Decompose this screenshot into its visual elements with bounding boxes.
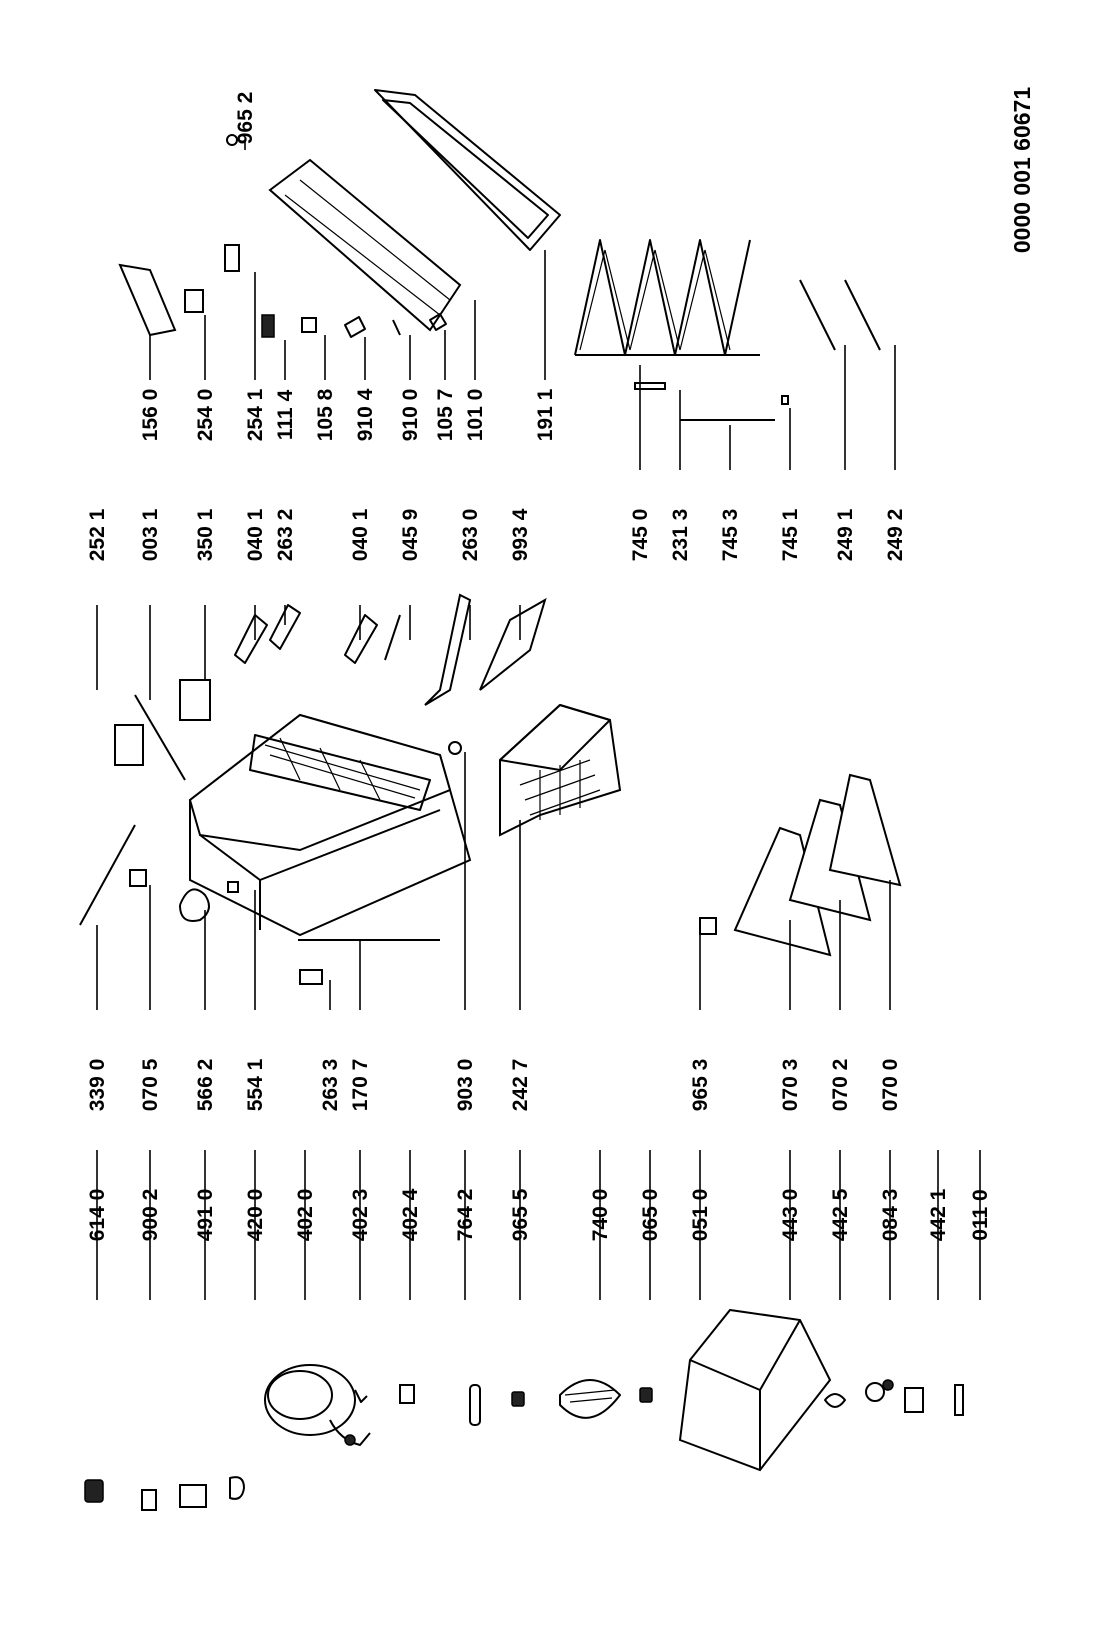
part-label-249-1: 249 1 (834, 508, 857, 561)
part-label-003-1: 003 1 (139, 508, 162, 561)
part-label-442-5: 442 5 (829, 1188, 852, 1241)
part-label-745-0: 745 0 (629, 509, 652, 562)
small-parts-left (84, 1308, 964, 1511)
part-label-965-5: 965 5 (509, 1188, 532, 1241)
part-labels: 614 0 900 2 491 0 420 0 402 0 402 3 402 … (86, 87, 1035, 1242)
strips-right (114, 593, 547, 781)
part-label-443-0: 443 0 (779, 1189, 802, 1242)
part-label-249-2: 249 2 (884, 509, 907, 562)
part-drawings (79, 89, 964, 1511)
part-label-566-2: 566 2 (194, 1059, 217, 1112)
part-label-011-0: 011 0 (969, 1189, 992, 1240)
part-label-084-3: 084 3 (879, 1189, 902, 1242)
part-label-614-0: 614 0 (86, 1189, 109, 1242)
part-label-051-0: 051 0 (689, 1189, 712, 1242)
part-label-105-8: 105 8 (314, 388, 337, 441)
part-label-105-7: 105 7 (434, 389, 457, 442)
part-label-101-0: 101 0 (464, 389, 487, 442)
part-label-420-0: 420 0 (244, 1189, 267, 1242)
drawer-unit (499, 703, 622, 837)
part-label-254-0: 254 0 (194, 389, 217, 442)
compressor (264, 1364, 371, 1446)
part-label-040-1-lower: 040 1 (349, 508, 372, 561)
part-label-740-0: 740 0 (589, 1189, 612, 1242)
part-label-903-0: 903 0 (454, 1059, 477, 1112)
part-label-491-0: 491 0 (194, 1189, 217, 1242)
part-label-554-1: 554 1 (244, 1058, 267, 1111)
part-label-745-3: 745 3 (719, 509, 742, 562)
part-label-900-2: 900 2 (139, 1189, 162, 1242)
strips (79, 741, 902, 985)
part-label-070-0: 070 0 (879, 1059, 902, 1112)
part-label-965-2: 965 2 (234, 92, 257, 145)
wire-baskets (574, 239, 881, 421)
door (268, 89, 561, 332)
part-label-745-1: 745 1 (779, 508, 802, 561)
part-label-442-1: 442 1 (927, 1188, 950, 1241)
part-label-910-0: 910 0 (399, 389, 422, 442)
part-label-339-0: 339 0 (86, 1059, 109, 1112)
small-parts-right (118, 134, 447, 338)
part-label-254-1: 254 1 (244, 388, 267, 441)
part-label-111-4: 111 4 (274, 390, 297, 441)
document-number: 0000 001 60671 (1009, 87, 1035, 253)
cabinet-body (188, 713, 472, 937)
part-label-263-2: 263 2 (274, 509, 297, 562)
part-label-170-7: 170 7 (349, 1059, 372, 1112)
part-label-993-4: 993 4 (509, 508, 532, 561)
part-label-045-9: 045 9 (399, 509, 422, 562)
part-label-231-3: 231 3 (669, 509, 692, 562)
part-label-040-1-upper: 040 1 (244, 508, 267, 561)
part-label-242-7: 242 7 (509, 1059, 532, 1112)
part-label-910-4: 910 4 (354, 388, 377, 441)
part-label-070-2: 070 2 (829, 1059, 852, 1112)
part-label-252-1: 252 1 (86, 508, 109, 561)
part-label-402-4: 402 4 (399, 1188, 422, 1241)
part-label-263-3: 263 3 (319, 1059, 342, 1112)
part-label-070-5: 070 5 (139, 1058, 162, 1111)
part-label-065-0: 065 0 (639, 1189, 662, 1242)
part-label-263-0: 263 0 (459, 509, 482, 562)
part-label-156-0: 156 0 (139, 389, 162, 442)
part-label-350-1: 350 1 (194, 508, 217, 561)
part-label-070-3: 070 3 (779, 1059, 802, 1112)
leader-lines (96, 140, 981, 1300)
part-label-402-3: 402 3 (349, 1189, 372, 1242)
part-label-402-0: 402 0 (294, 1189, 317, 1242)
part-label-965-3: 965 3 (689, 1059, 712, 1112)
part-label-764-2: 764 2 (454, 1189, 477, 1242)
part-label-191-1: 191 1 (534, 388, 557, 441)
